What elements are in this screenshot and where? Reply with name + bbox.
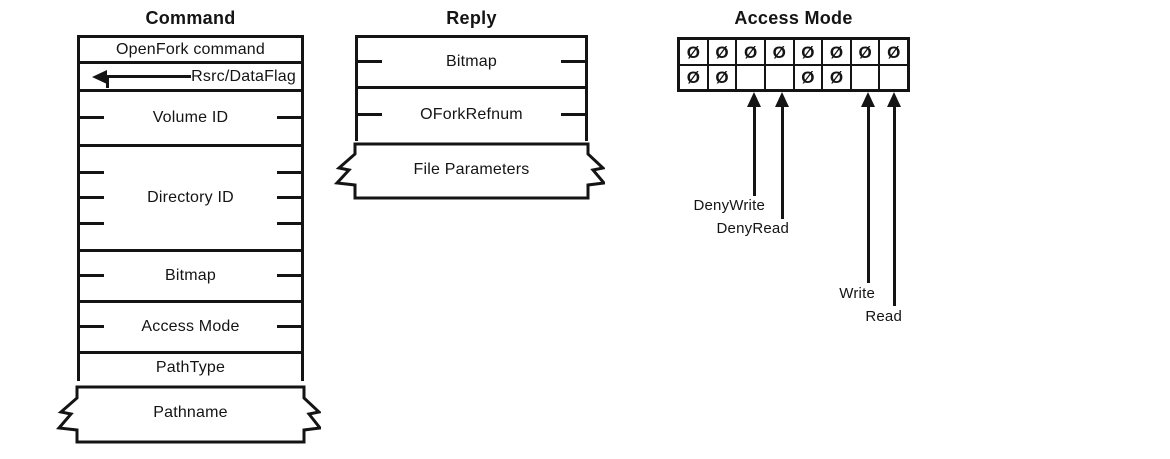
deny-write-label: DenyWrite [693, 197, 765, 214]
byte-tick [277, 116, 301, 119]
field-label: Rsrc/DataFlag [191, 67, 296, 85]
bit-cell-write [851, 65, 879, 89]
reply-packet-box: Bitmap OForkRefnum [355, 35, 588, 141]
bit-cell: Ø [823, 40, 850, 64]
byte-tick [277, 170, 301, 174]
byte-tick [358, 60, 382, 63]
field-rsrc-dataflag: Rsrc/DataFlag [80, 64, 301, 92]
bit-cell: Ø [823, 65, 850, 89]
bit-cell-read [880, 65, 907, 89]
field-pathname-torn-box [56, 385, 321, 444]
byte-tick [561, 60, 585, 63]
byte-tick [80, 274, 104, 277]
bit-cell: Ø [737, 40, 764, 64]
field-pathtype: PathType [80, 354, 301, 381]
field-label: Bitmap [446, 53, 497, 70]
bit-cell: Ø [851, 40, 879, 64]
access-mode-title: Access Mode [734, 8, 853, 28]
field-label: PathType [155, 358, 226, 376]
field-file-parameters-torn-box [334, 142, 605, 200]
bit-position-line [106, 76, 109, 88]
left-arrow-icon [92, 69, 107, 84]
bit-cell-deny-write [737, 65, 764, 89]
deny-read-arrow-icon [775, 92, 789, 107]
bit-cell: Ø [765, 40, 793, 64]
command-title: Command [145, 8, 236, 28]
read-label: Read [865, 308, 902, 325]
field-label: Directory ID [147, 189, 234, 206]
field-label: Volume ID [152, 109, 229, 126]
deny-read-label: DenyRead [716, 220, 789, 237]
field-label: Bitmap [165, 267, 216, 284]
bit-cell: Ø [708, 65, 736, 89]
byte-tick [80, 221, 104, 225]
field-label: Access Mode [141, 318, 240, 335]
byte-tick [80, 325, 104, 328]
deny-write-arrow-line [752, 105, 756, 196]
field-label: OpenFork command [115, 40, 266, 58]
field-bitmap: Bitmap [80, 252, 301, 303]
byte-tick [277, 221, 301, 225]
access-mode-bit-grid: Ø Ø Ø Ø Ø Ø Ø Ø Ø Ø Ø Ø [677, 37, 910, 92]
byte-tick [277, 325, 301, 328]
bit-cell: Ø [680, 40, 707, 64]
field-directory-id: Directory ID [80, 147, 301, 252]
read-arrow-line [892, 105, 896, 306]
bit-cell-deny-read [765, 65, 793, 89]
bit-cell: Ø [794, 40, 822, 64]
field-volume-id: Volume ID [80, 92, 301, 147]
field-file-parameters-label: File Parameters [413, 161, 530, 178]
field-pathname-label: Pathname [153, 404, 228, 421]
byte-tick [561, 113, 585, 116]
reply-title: Reply [446, 8, 497, 28]
deny-read-arrow-line [780, 105, 784, 219]
byte-tick [80, 170, 104, 174]
byte-tick [358, 113, 382, 116]
bit-cell: Ø [880, 40, 907, 64]
field-access-mode: Access Mode [80, 303, 301, 354]
read-arrow-icon [887, 92, 901, 107]
deny-write-arrow-icon [747, 92, 761, 107]
command-packet-box: OpenFork command Rsrc/DataFlag Volume ID… [77, 35, 304, 381]
byte-tick [80, 116, 104, 119]
byte-tick [277, 196, 301, 199]
field-reply-bitmap: Bitmap [358, 38, 585, 89]
field-oforkrefnum: OForkRefnum [358, 89, 585, 141]
bit-cell: Ø [708, 40, 736, 64]
field-label: OForkRefnum [420, 106, 523, 123]
bit-cell: Ø [794, 65, 822, 89]
bit-cell: Ø [680, 65, 707, 89]
byte-tick [80, 196, 104, 199]
write-label: Write [839, 285, 875, 302]
write-arrow-line [866, 105, 870, 283]
field-openfork-command: OpenFork command [80, 38, 301, 64]
arrow-shaft [105, 74, 191, 78]
byte-tick [277, 274, 301, 277]
write-arrow-icon [861, 92, 875, 107]
